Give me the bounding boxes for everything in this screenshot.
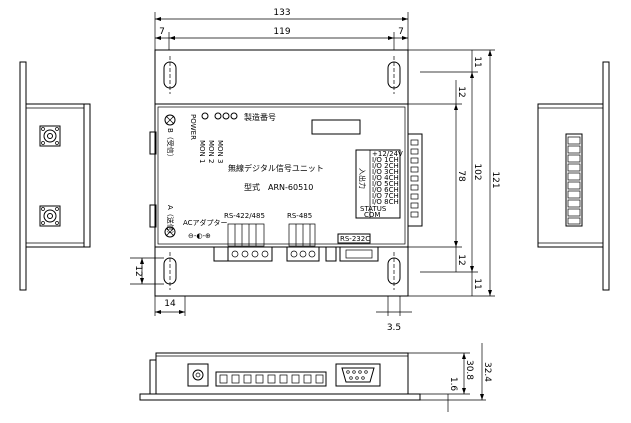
dim-total-side-height: 32.4 <box>482 362 492 382</box>
dim-body-height: 78 <box>456 170 466 182</box>
terminal-row-icon <box>215 371 327 387</box>
rs422-terminal-marks <box>227 223 265 247</box>
mount-slot-tr <box>387 56 401 94</box>
label-rs485: RS-485 <box>287 212 312 220</box>
bottom-view <box>139 352 421 401</box>
dsub-connector-icon <box>335 363 381 387</box>
antenna-a-connector <box>149 204 157 228</box>
mount-slot-tl <box>163 56 177 94</box>
right-side-view <box>537 61 610 291</box>
mount-slot-bl <box>163 252 177 290</box>
label-a-send: A（送信） <box>166 205 175 238</box>
dim-top-mount: 11 <box>472 56 482 67</box>
bottom-view-dimensions: 32.4 30.8 1.6 <box>408 343 492 412</box>
dim-left-slot: 12 <box>133 265 143 276</box>
label-ac-adapter: ACアダプター <box>183 218 228 227</box>
antenna-b-connector <box>149 131 157 155</box>
left-bottom-dimensions: 12 14 3.5 <box>130 257 412 333</box>
unit-body <box>154 103 409 248</box>
dim-right-margin: 7 <box>398 27 404 37</box>
label-mon1: MON 1 <box>198 140 206 163</box>
dim-bottom-gap: 12 <box>456 254 466 265</box>
dim-side-height: 30.8 <box>464 360 474 380</box>
io-pin: COM <box>364 211 380 219</box>
io-title: 入出力 <box>358 168 367 189</box>
left-side-view <box>19 61 91 291</box>
terminal-strip-icon <box>565 133 583 227</box>
dim-base-thickness: 1.6 <box>448 377 458 392</box>
label-power: POWER <box>189 114 197 140</box>
dim-board-height: 102 <box>472 163 482 180</box>
dim-total-height: 121 <box>490 171 500 188</box>
screw-icon <box>164 114 176 126</box>
polarity-icon: ⊖-◐-⊕ <box>188 232 211 240</box>
dim-left-offset: 14 <box>164 299 176 309</box>
io-pin: I/O 2CH <box>372 162 399 170</box>
io-pin: I/O 3CH <box>372 168 399 176</box>
io-pin: I/O 7CH <box>372 192 399 200</box>
product-name: 無線デジタル信号ユニット <box>228 163 324 173</box>
label-b-recv: B（受信） <box>166 128 175 161</box>
io-pin: I/O 4CH <box>372 174 399 182</box>
dim-bottom-mount: 11 <box>472 278 482 289</box>
serial-plate <box>311 119 361 135</box>
dim-top-gap: 12 <box>456 86 466 97</box>
dim-bottom-offset: 3.5 <box>387 323 401 333</box>
mount-slot-br <box>387 252 401 290</box>
label-rs232c: RS-232C <box>340 235 370 243</box>
io-pin: I/O 5CH <box>372 180 399 188</box>
sma-connector-icon <box>39 205 61 227</box>
io-pin: +12/24V <box>372 150 403 158</box>
label-mon2: MON 2 <box>207 140 215 163</box>
label-serial: 製造番号 <box>244 112 276 122</box>
io-pin: I/O 8CH <box>372 198 399 206</box>
front-view: B（受信） A（送信） POWER MON 1 MON 2 MON 3 製造番号… <box>149 49 423 297</box>
dim-overall-width: 133 <box>273 8 290 18</box>
power-led-icon <box>201 112 209 120</box>
dim-inner-width: 119 <box>273 27 290 37</box>
sma-connector-icon <box>39 125 61 147</box>
mon2-led-icon <box>222 112 230 120</box>
dim-left-margin: 7 <box>159 27 165 37</box>
label-mon3: MON 3 <box>216 140 224 163</box>
mon3-led-icon <box>230 112 238 120</box>
io-pin: I/O 6CH <box>372 186 399 194</box>
top-dimensions: 133 119 7 7 <box>154 8 409 50</box>
right-dimensions: 121 102 78 12 11 12 11 <box>408 49 500 297</box>
label-rs422: RS-422/485 <box>224 212 265 220</box>
io-label-table: 入出力 +12/24V I/O 1CH I/O 2CH I/O 3CH I/O … <box>355 149 403 219</box>
model-number: 型式 ARN-60510 <box>244 182 313 192</box>
io-pin: STATUS <box>360 205 387 213</box>
bottom-connectors <box>213 246 379 262</box>
screw-icon <box>164 226 176 238</box>
io-pin: I/O 1CH <box>372 156 399 164</box>
rs485-terminal-marks <box>288 223 316 247</box>
dc-jack-icon <box>187 363 209 387</box>
mon1-led-icon <box>214 112 222 120</box>
io-terminal-block <box>407 133 423 227</box>
